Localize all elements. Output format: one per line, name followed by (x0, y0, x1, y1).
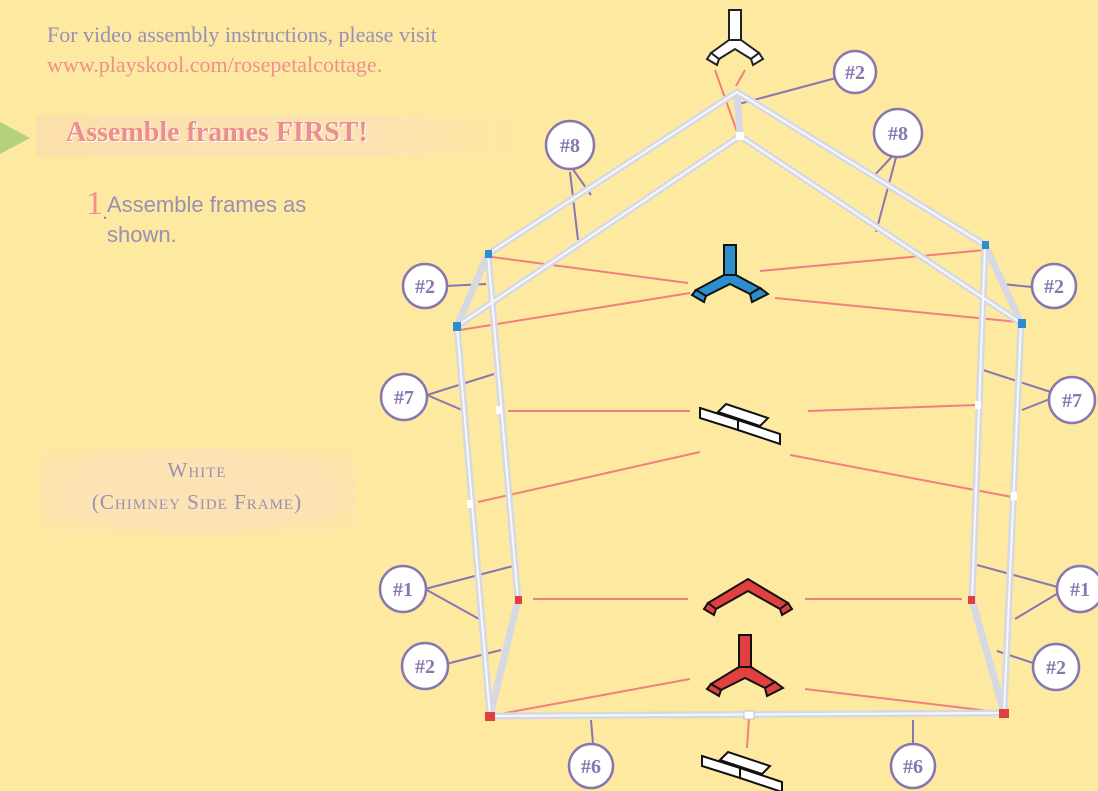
callout-upper-left-roof: #8 (544, 119, 596, 171)
frame-tubes (453, 88, 1025, 720)
section-banner: Assemble frames FIRST! (36, 115, 526, 157)
callout-left-wall-lower: #1 (378, 564, 428, 614)
banner-title: Assemble frames FIRST! (66, 117, 368, 148)
callout-bottom-right: #6 (889, 742, 937, 790)
callout-label: #2 (845, 62, 865, 84)
callout-label: #2 (415, 656, 435, 678)
callout-right-wall-lower: #1 (1055, 564, 1098, 614)
intro-text: For video assembly instructions, please … (47, 20, 437, 80)
callout-label: #6 (903, 756, 923, 778)
step-dot: . (102, 199, 109, 224)
step-text: Assemble frames as shown. (107, 192, 307, 247)
callout-label: #2 (1044, 276, 1064, 298)
callouts: #2 #8 #8 #2 #2 #7 #7 #1 (378, 49, 1098, 790)
connector-blue-3way-icon (690, 244, 770, 304)
step-number: 1 (86, 185, 103, 222)
connector-white-straight-lower-icon (701, 750, 783, 791)
callout-right-wall-upper: #7 (1047, 375, 1097, 425)
leader-lines (459, 69, 1019, 749)
frame-label: White (Chimney Side Frame) (38, 448, 356, 534)
callout-upper-right-roof: #8 (872, 107, 924, 159)
callout-label: #1 (393, 579, 413, 601)
callout-label: #1 (1070, 579, 1090, 601)
callout-top-peak: #2 (832, 49, 878, 95)
arrow-icon (0, 122, 30, 154)
video-url-link[interactable]: www.playskool.com/rosepetalcottage. (47, 52, 383, 77)
connector-white-3way-icon (705, 9, 765, 67)
frame-joints (453, 132, 1026, 721)
frame-tubes-highlight (456, 91, 1022, 717)
callout-bottom-left: #6 (567, 742, 615, 790)
connector-red-3way-icon (705, 634, 785, 698)
frame-color-label: White (167, 458, 227, 482)
callout-label: #7 (1062, 390, 1082, 412)
connector-white-straight-upper-icon (699, 402, 781, 446)
callout-label: #2 (1046, 657, 1066, 679)
callout-left-wall-upper: #7 (379, 372, 429, 422)
callout-label: #8 (888, 123, 908, 145)
connector-red-elbow-icon (702, 577, 794, 617)
callout-label: #2 (415, 276, 435, 298)
callout-right-base-corner: #2 (1031, 642, 1081, 692)
frame-name-label: (Chimney Side Frame) (91, 490, 303, 514)
callout-label: #7 (394, 387, 414, 409)
callout-label: #6 (581, 756, 601, 778)
callout-left-eave: #2 (401, 262, 449, 310)
callout-label: #8 (560, 135, 580, 157)
callout-right-eave: #2 (1030, 262, 1078, 310)
intro-line: For video assembly instructions, please … (47, 22, 437, 47)
callout-left-base-corner: #2 (400, 641, 450, 691)
